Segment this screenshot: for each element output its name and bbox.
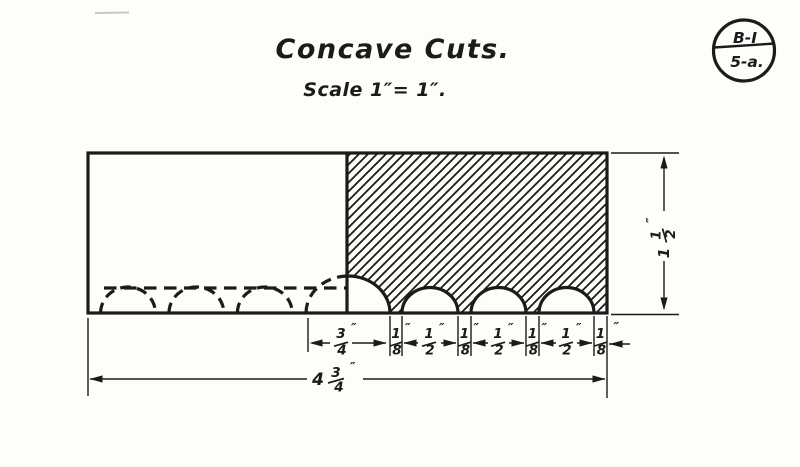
- dim-label-height: 1 1 2 ″: [643, 217, 679, 258]
- badge-divider-line: [713, 42, 776, 49]
- unit-mark: ″: [576, 320, 582, 335]
- dim-label-segment-1: 1 8 ″: [389, 320, 411, 359]
- svg-text:8: 8: [392, 343, 401, 359]
- fraction-bar: [490, 341, 506, 348]
- hatched-section: [347, 153, 607, 313]
- badge-circle: [711, 18, 777, 83]
- badge-bottom-text: 5-a.: [730, 53, 764, 71]
- fraction-bar: [526, 341, 539, 347]
- svg-text:2: 2: [562, 343, 571, 359]
- dim-label-segment-5: 1 8 ″: [526, 320, 548, 359]
- svg-text:1: 1: [649, 230, 665, 239]
- unit-mark: ″: [508, 320, 514, 335]
- fraction-bar: [327, 377, 345, 384]
- svg-text:8: 8: [597, 343, 606, 359]
- svg-text:4: 4: [311, 370, 324, 390]
- drawing-title: Concave Cuts.: [276, 34, 511, 65]
- fraction-bar: [458, 341, 471, 347]
- svg-text:1: 1: [424, 326, 433, 342]
- dim-label-segment-6: 1 2 ″: [558, 320, 582, 359]
- scan-artifact-line: [94, 11, 130, 14]
- dim-label-segment-4: 1 2 ″: [490, 320, 514, 359]
- badge-top-text: B-I: [733, 29, 757, 47]
- dim-label-segment-7: 1 8 ″: [594, 319, 620, 359]
- svg-text:2: 2: [494, 343, 503, 359]
- fraction-bar: [389, 341, 403, 347]
- unit-mark: ″: [439, 320, 445, 335]
- unit-mark: ″: [474, 320, 480, 335]
- unit-mark: ″: [351, 320, 357, 335]
- svg-text:1: 1: [460, 326, 469, 342]
- hidden-cut-arcs: [99, 274, 348, 314]
- dimensioning: 3 4 ″ 1 8 ″ 1 2 ″ 1 8 ″ 1 2 ″: [87, 152, 679, 398]
- svg-text:2: 2: [663, 229, 679, 238]
- fraction-bar: [661, 228, 668, 243]
- workpiece: [86, 151, 609, 315]
- svg-text:1: 1: [655, 248, 673, 258]
- fraction-bar: [333, 341, 349, 348]
- dim-label-segment-0: 3 4 ″: [333, 320, 357, 359]
- svg-text:3: 3: [336, 326, 345, 342]
- svg-text:8: 8: [529, 343, 538, 359]
- svg-text:3: 3: [331, 365, 340, 381]
- unit-mark: ″: [643, 217, 658, 223]
- dim-label-overall-width: 4 3 4 ″: [311, 359, 356, 396]
- dim-label-segment-2: 1 2 ″: [421, 320, 445, 359]
- dim-label-segment-3: 1 8 ″: [458, 320, 480, 359]
- svg-text:2: 2: [425, 343, 434, 359]
- scale-note: Scale 1″= 1″.: [303, 79, 446, 101]
- sheet-number-badge: B-I 5-a.: [711, 18, 777, 83]
- svg-text:4: 4: [333, 380, 343, 396]
- unit-mark: ″: [614, 319, 620, 334]
- svg-text:1: 1: [596, 326, 605, 342]
- unit-mark: ″: [350, 359, 356, 374]
- unit-mark: ″: [542, 320, 548, 335]
- svg-text:4: 4: [336, 343, 346, 359]
- svg-text:1: 1: [391, 326, 400, 342]
- extension-lines: [87, 152, 679, 398]
- fraction-bar: [421, 341, 437, 348]
- fraction-bar: [558, 341, 574, 348]
- concave-cut-arcs: [347, 274, 596, 314]
- svg-text:8: 8: [461, 343, 470, 359]
- svg-text:1: 1: [561, 326, 570, 342]
- svg-text:1: 1: [528, 326, 537, 342]
- fraction-bar: [594, 341, 607, 347]
- unit-mark: ″: [405, 320, 411, 335]
- svg-text:1: 1: [493, 326, 502, 342]
